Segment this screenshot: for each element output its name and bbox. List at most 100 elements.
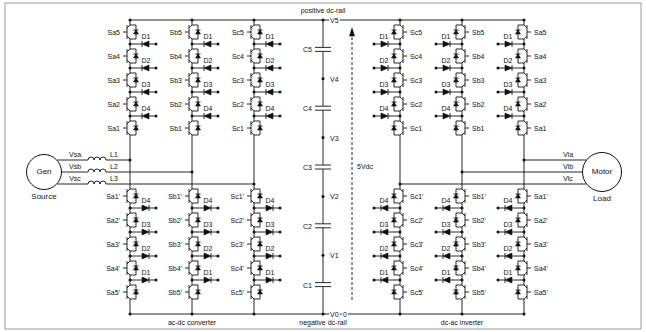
diode-label: D3	[203, 221, 214, 228]
leg-wire	[462, 140, 463, 184]
capacitor-lead	[323, 20, 324, 47]
switch-gate	[465, 32, 469, 33]
switch-label: Sb1'	[471, 193, 487, 200]
clamp-wire	[254, 208, 266, 209]
junction-dot	[279, 115, 282, 118]
node-voltage-label: V1	[329, 252, 340, 259]
antiparallel-diode-bar	[392, 266, 397, 267]
junction-dot	[129, 19, 132, 22]
clamp-diode	[142, 277, 149, 283]
switch-label: Sa4'	[533, 265, 549, 272]
clamp-diode	[443, 229, 450, 235]
switch-label: Sa1'	[533, 193, 549, 200]
antiparallel-diode	[196, 266, 201, 270]
clamp-wire	[130, 280, 142, 281]
machine-name: Motor	[592, 168, 612, 176]
clamp-wire	[254, 280, 266, 281]
diode-label: D1	[203, 269, 214, 276]
antiparallel-diode-bar	[454, 218, 459, 219]
switch-label: Sb3'	[471, 241, 487, 248]
switch-label: Sb4	[169, 53, 183, 60]
switch-label: Sc2	[231, 101, 245, 108]
switch-label: Sa2'	[105, 217, 121, 224]
switch-label: Sa5'	[105, 289, 121, 296]
switch-label: Sb4'	[167, 265, 183, 272]
antiparallel-diode-bar	[134, 218, 139, 219]
diode-label: D4	[203, 105, 214, 112]
inductor-label: L2	[109, 163, 119, 170]
clamp-diode-bar	[512, 41, 513, 47]
clamp-diode	[266, 41, 273, 47]
phase-line	[524, 160, 586, 161]
positive-rail	[130, 20, 524, 21]
clamp-diode-bar	[204, 89, 205, 95]
clamp-diode-bar	[142, 65, 143, 71]
switch-label: Sb2	[471, 101, 485, 108]
switch-gate	[123, 104, 127, 105]
junction-dot	[322, 195, 325, 198]
switch-label: Sa5	[107, 29, 121, 36]
phase-voltage-label: Vlb	[562, 163, 574, 170]
switch-label: Sa1	[107, 125, 121, 132]
diode-label: D4	[141, 105, 152, 112]
capacitor-label: C4	[302, 105, 313, 112]
antiparallel-diode-bar	[134, 126, 139, 127]
switch-label: Sc5	[409, 29, 423, 36]
diode-label: D4	[441, 197, 452, 204]
clamp-wire	[254, 256, 266, 257]
junction-dot	[279, 67, 282, 70]
node-voltage-label: V3	[329, 134, 340, 141]
clamp-diode	[505, 89, 512, 95]
diode-label: D3	[203, 81, 214, 88]
motor-circle: MotorLoad	[582, 152, 622, 192]
junction-dot	[373, 67, 376, 70]
antiparallel-diode-bar	[454, 78, 459, 79]
machine-caption: Load	[593, 195, 611, 203]
phase-voltage-label: Vsb	[68, 163, 82, 170]
negative-rail	[130, 314, 524, 315]
diode-label: D3	[141, 221, 152, 228]
switch-gate	[247, 268, 251, 269]
switch-emitter	[127, 132, 130, 140]
junction-dot	[129, 313, 132, 316]
switch-gate	[123, 244, 127, 245]
switch-label: Sb1	[169, 125, 183, 132]
clamp-diode-bar	[512, 89, 513, 95]
capacitor-lead	[323, 138, 324, 165]
switch-label: Sc1	[409, 125, 423, 132]
node-voltage-label: V4	[329, 75, 340, 82]
junction-dot	[217, 115, 220, 118]
antiparallel-diode-bar	[196, 102, 201, 103]
diode-label: D1	[141, 269, 152, 276]
diode-label: D2	[203, 245, 214, 252]
phase-line	[62, 172, 88, 173]
junction-dot	[497, 91, 500, 94]
antiparallel-diode-bar	[454, 126, 459, 127]
diode-label: D1	[141, 33, 152, 40]
diode-label: D3	[141, 81, 152, 88]
diode-label: D1	[265, 269, 276, 276]
clamp-diode	[266, 229, 273, 235]
clamp-diode	[443, 205, 450, 211]
capacitor-label: C3	[302, 164, 313, 171]
inductor-symbol	[88, 169, 106, 172]
switch-emitter	[251, 132, 254, 140]
switch-gate	[247, 220, 251, 221]
antiparallel-diode	[134, 126, 139, 130]
diode-label: D2	[141, 245, 152, 252]
clamp-diode	[381, 253, 388, 259]
antiparallel-diode-bar	[392, 102, 397, 103]
generator-circle: GenSource	[26, 154, 62, 190]
switch-label: Sc3	[231, 77, 245, 84]
capacitor-lead	[323, 110, 324, 137]
capacitor-lead	[323, 169, 324, 196]
junction-dot	[373, 115, 376, 118]
switch-gate	[185, 244, 189, 245]
switch-gate	[403, 80, 407, 81]
switch-label: Sc2'	[230, 217, 245, 224]
antiparallel-diode	[134, 242, 139, 246]
antiparallel-diode	[392, 54, 397, 58]
phase-voltage-label: Vla	[562, 151, 574, 158]
switch-label: Sa1	[533, 125, 547, 132]
